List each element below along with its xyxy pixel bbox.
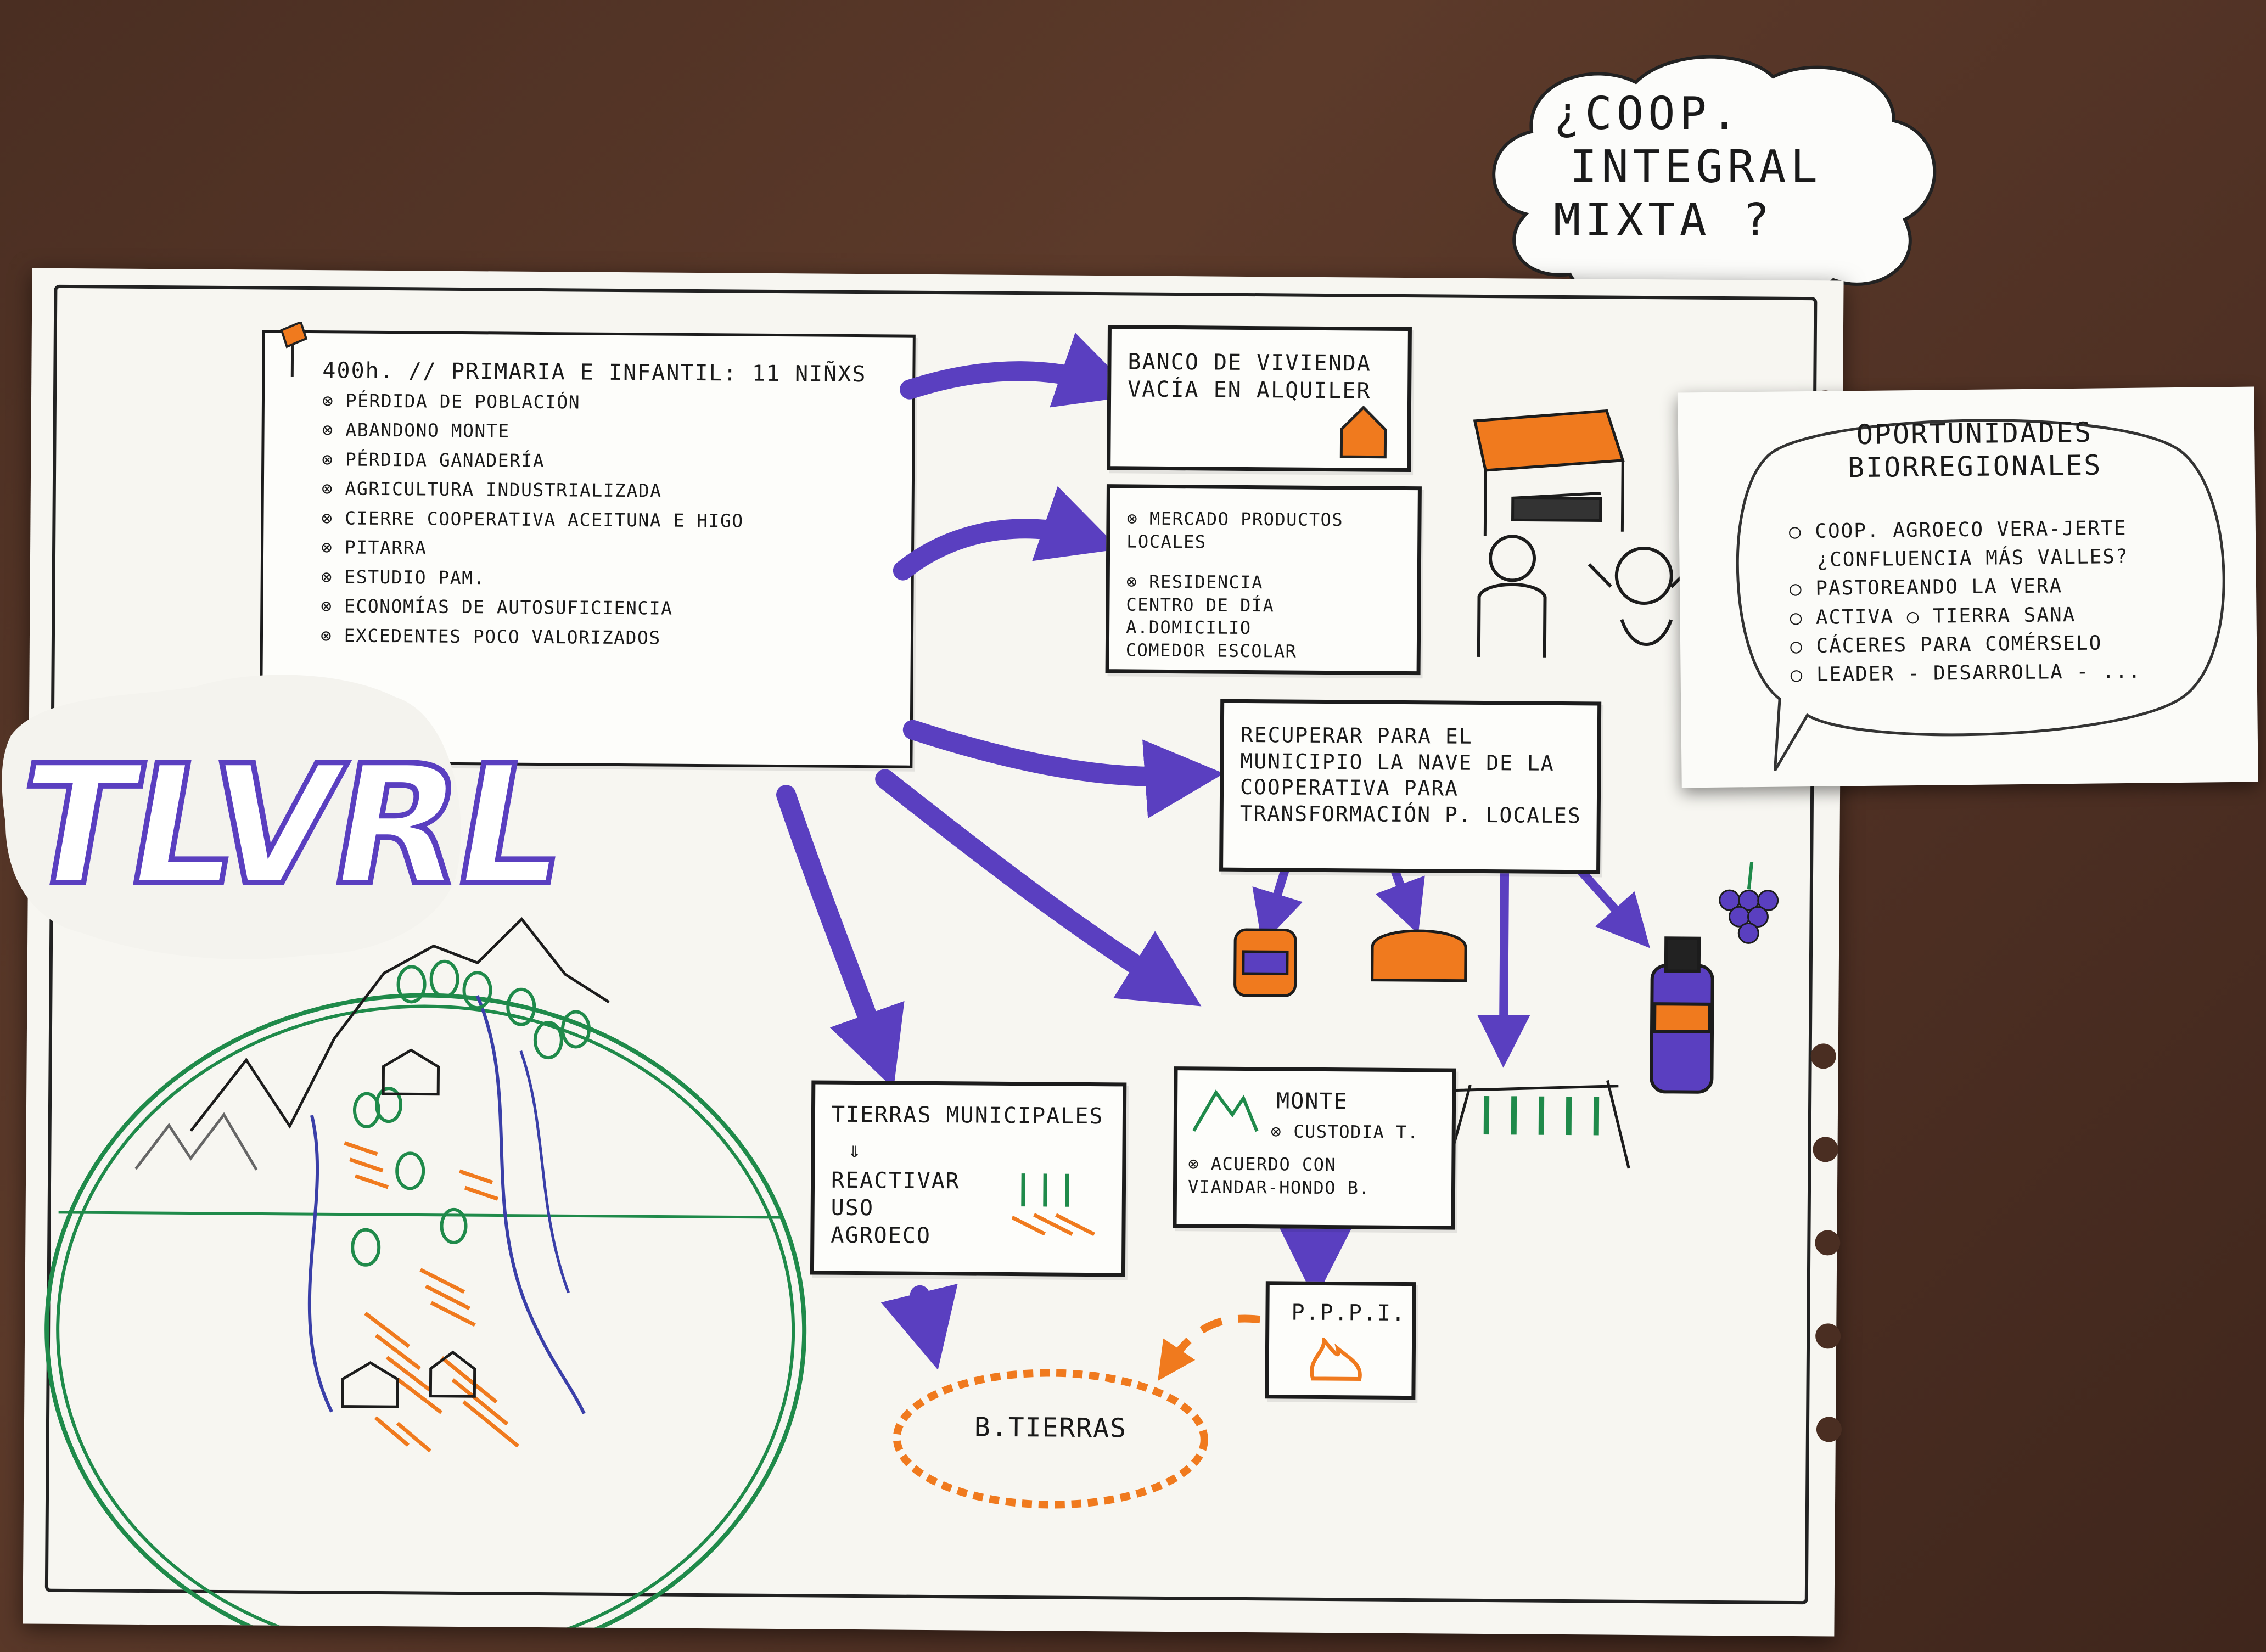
cheese-icon: [1371, 929, 1467, 982]
monte-title: MONTE: [1276, 1088, 1348, 1115]
bottle-icon: [1650, 936, 1714, 1094]
arrow-to-cheese: [1375, 866, 1425, 935]
monte-label-1: CUSTODIA T.: [1293, 1121, 1419, 1143]
bubble-line-3: MIXTA ?: [1553, 194, 1774, 246]
mercado-item-1: ⊗ MERCADO PRODUCTOS LOCALES: [1126, 508, 1344, 553]
tierras-arrow: ⇓: [848, 1137, 862, 1164]
bubble-line-2: INTEGRAL: [1570, 141, 1822, 193]
mercado-box: ⊗ MERCADO PRODUCTOS LOCALES ⊗ RESIDENCIA…: [1105, 484, 1422, 676]
arrow-to-banco: [900, 333, 1137, 408]
banco-label: BANCO DE VIVIENDA VACÍA EN ALQUILER: [1128, 349, 1372, 404]
tlvrl-logo-text: TLVRL: [2, 727, 579, 924]
tlvrl-cutout-shape: [2, 675, 461, 959]
monte-label-2: ACUERDO CON VIANDAR-HONDO B.: [1187, 1153, 1371, 1199]
monte-item-2: ⊗ ACUERDO CON VIANDAR-HONDO B.: [1187, 1153, 1371, 1199]
territory-illustration: [44, 917, 807, 1637]
grapes-icon: [1719, 862, 1779, 944]
pin-icon: [280, 322, 308, 377]
arrow-to-bottle: [1577, 867, 1650, 948]
fire-icon: [1310, 1337, 1362, 1381]
arrow-to-mercado: [893, 486, 1120, 581]
opp-item: ○ ACTIVA ○ TIERRA SANA: [1790, 603, 2076, 629]
jar-icon: [1233, 928, 1297, 997]
oportunidades-title: OPORTUNIDADES BIORREGIONALES: [1847, 416, 2102, 484]
opp-item-text: LEADER - DESARROLLA - ...: [1816, 660, 2142, 686]
opp-item-text: PASTOREANDO LA VERA: [1815, 575, 2063, 600]
btierras-sun: [893, 1369, 1208, 1509]
mercado-label-1: MERCADO PRODUCTOS LOCALES: [1126, 508, 1344, 553]
ppp-label: P.P.P.I.: [1291, 1300, 1406, 1327]
flow-arrows: [776, 333, 1650, 1370]
bubble-text: ¿COOP. INTEGRAL MIXTA ?: [1553, 88, 1883, 247]
arrow-to-jar: [1252, 865, 1303, 945]
recuperar-label: RECUPERAR PARA EL MUNICIPIO LA NAVE DE L…: [1239, 722, 1581, 828]
banco-vivienda-box: BANCO DE VIVIENDA VACÍA EN ALQUILER: [1107, 325, 1412, 473]
arrow-to-tierras: [776, 785, 905, 1089]
mercado-item-2: ⊗ RESIDENCIA CENTRO DE DÍA A.DOMICILIO C…: [1125, 571, 1297, 662]
market-stall-icon: [1473, 409, 1625, 537]
tierras-sub: REACTIVAR USO AGROECO: [831, 1167, 960, 1249]
opp-item-sub: ¿CONFLUENCIA MÁS VALLES?: [1816, 546, 2129, 572]
mercado-label-2: RESIDENCIA CENTRO DE DÍA A.DOMICILIO COM…: [1125, 571, 1297, 662]
opp-item: ○ LEADER - DESARROLLA - ...: [1790, 660, 2142, 687]
tierras-title: TIERRAS MUNICIPALES: [831, 1102, 1104, 1130]
monte-box: MONTE ⊗ CUSTODIA T. ⊗ ACUERDO CON VIANDA…: [1173, 1066, 1456, 1230]
poster-sheet: 400h. // PRIMARIA E INFANTIL: 11 NIÑXS ⊗…: [23, 268, 1844, 1637]
recuperar-nave-box: RECUPERAR PARA EL MUNICIPIO LA NAVE DE L…: [1219, 699, 1602, 874]
tierras-municipales-box: TIERRAS MUNICIPALES ⇓ REACTIVAR USO AGRO…: [810, 1080, 1127, 1277]
arrow-to-recuperar: [902, 720, 1224, 819]
btierras-label-wrap: B.TIERRAS: [946, 1411, 1155, 1445]
mountain-trees-icon: [1192, 1089, 1259, 1132]
oportunidades-bubble: [1736, 419, 2225, 771]
opp-item: ○ PASTOREANDO LA VERA: [1789, 575, 2063, 600]
monte-item-1: ⊗ CUSTODIA T.: [1270, 1121, 1419, 1143]
context-box: 400h. // PRIMARIA E INFANTIL: 11 NIÑXS ⊗…: [259, 322, 916, 768]
opp-item-text: CÁCERES PARA COMÉRSELO: [1816, 632, 2102, 658]
drying-rack-icon: [1446, 1080, 1630, 1169]
dashed-arrow-ppp-to-btierras: [1158, 1314, 1261, 1381]
opp-item: ○ COOP. AGROECO VERA-JERTE: [1788, 516, 2127, 543]
arrow-tierras-to-btierras: [880, 1284, 958, 1370]
ppp-box: P.P.P.I.: [1265, 1281, 1416, 1400]
people-icon: [1477, 535, 1695, 658]
opp-item-text: ACTIVA ○ TIERRA SANA: [1815, 603, 2076, 629]
opp-item-text: COOP. AGROECO VERA-JERTE: [1815, 516, 2127, 543]
opp-item: ○ CÁCERES PARA COMÉRSELO: [1790, 632, 2102, 658]
btierras-label: B.TIERRAS: [974, 1412, 1128, 1444]
house-icon: [1339, 405, 1387, 459]
arrow-to-monte: [875, 769, 1202, 1007]
coop-thought-bubble: ¿COOP. INTEGRAL MIXTA ?: [1460, 49, 1954, 335]
crops-icon: [1012, 1173, 1096, 1237]
oportunidades-list: ○ COOP. AGROECO VERA-JERTE ¿CONFLUENCIA …: [1789, 513, 2230, 689]
bubble-line-1: ¿COOP.: [1553, 88, 1743, 140]
diagram-drawings: [44, 333, 1779, 1637]
arrow-to-drying: [1477, 867, 1530, 1068]
oportunidades-card: OPORTUNIDADES BIORREGIONALES ○ COOP. AGR…: [1678, 386, 2258, 788]
tlvrl-logo-cutout: TLVRL: [0, 648, 579, 977]
